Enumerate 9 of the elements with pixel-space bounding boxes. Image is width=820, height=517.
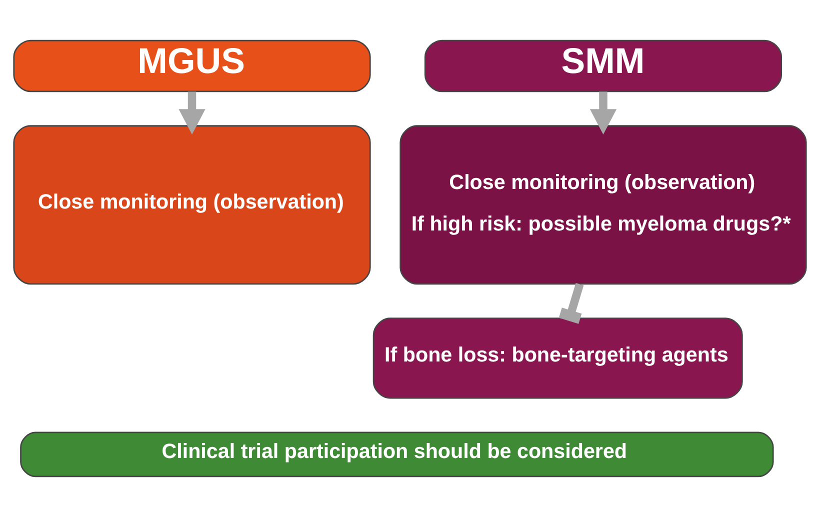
node-box: MGUS xyxy=(13,40,371,92)
connector xyxy=(558,283,584,324)
node-box: If bone loss: bone-targeting agents xyxy=(372,318,743,399)
node-box: Close monitoring (observation) If high risk: possible myeloma drugs?* xyxy=(400,125,807,285)
arrow xyxy=(590,92,617,135)
arrow xyxy=(178,92,206,135)
node-box: SMM xyxy=(424,40,782,92)
node-box: Close monitoring (observation) xyxy=(13,125,371,285)
node-box: Clinical trial participation should be considered xyxy=(20,432,774,478)
